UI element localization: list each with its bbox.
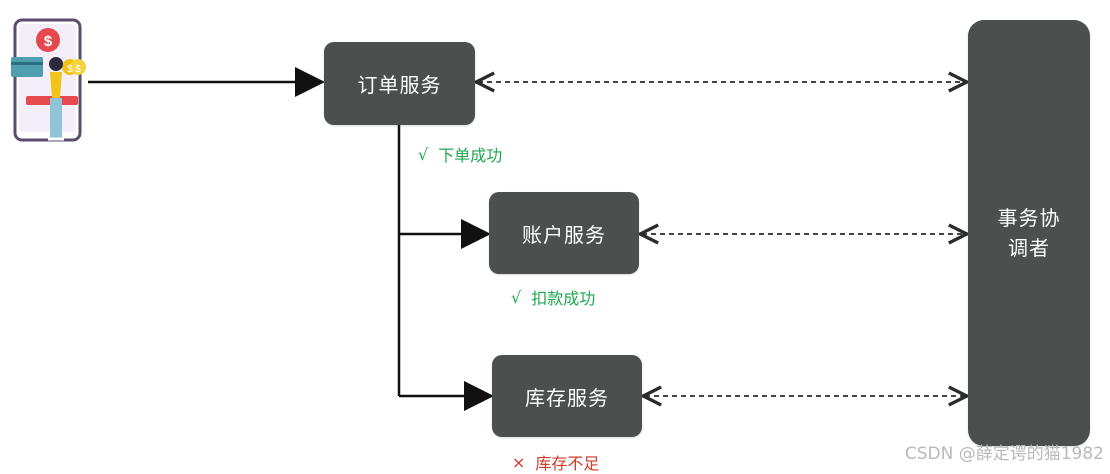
order-status: √ 下单成功 [418, 142, 502, 166]
check-icon: √ [418, 144, 429, 164]
coordinator-label-line-1: 事务协 [997, 206, 1061, 230]
stock-service-node: 库存服务 [492, 355, 642, 437]
check-icon: √ [511, 287, 522, 307]
svg-text:$: $ [44, 33, 53, 50]
coordinator-label-line-2: 调者 [1008, 236, 1050, 260]
account-status: √ 扣款成功 [511, 285, 595, 309]
order-status-text: 下单成功 [438, 146, 503, 165]
account-service-node: 账户服务 [489, 192, 639, 274]
stock-status-text: 库存不足 [535, 454, 600, 473]
svg-text:$: $ [67, 64, 73, 75]
account-status-text: 扣款成功 [531, 289, 596, 308]
account-service-label: 账户服务 [522, 222, 606, 247]
stock-status: × 库存不足 [512, 450, 599, 474]
watermark: CSDN @薛定谔的猫1982 [904, 444, 1104, 464]
stock-service-label: 库存服务 [525, 385, 609, 410]
svg-text:$: $ [75, 64, 81, 75]
phone-payment-user-icon: $ $ $ [11, 18, 86, 142]
cross-icon: × [512, 452, 526, 472]
transaction-coordinator-node: 事务协 调者 [968, 20, 1090, 446]
order-service-label: 订单服务 [357, 73, 442, 97]
order-service-node: 订单服务 [324, 42, 475, 125]
